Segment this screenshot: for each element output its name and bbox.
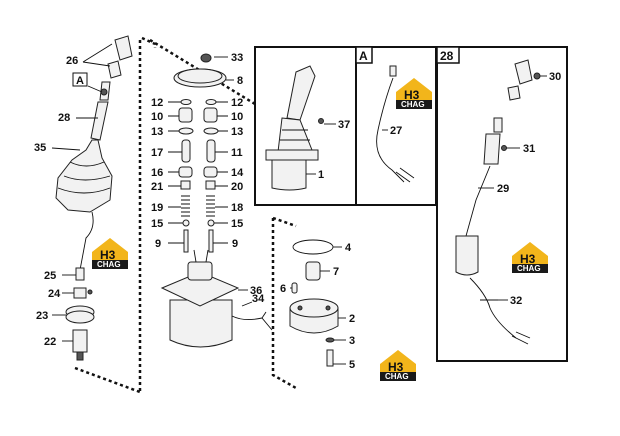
brand-logo-2: H3 CHAG: [396, 78, 432, 109]
joystick-unit: [265, 65, 324, 191]
callout-12-right: 12: [231, 97, 243, 109]
callout-18: 18: [231, 202, 243, 214]
detail-box-28: 28: [436, 46, 568, 362]
callout-numbers: 26 A 28 35 25 24 23 22 33 8 12 12 10 10 …: [34, 52, 561, 371]
svg-text:H3: H3: [388, 360, 404, 374]
svg-text:H3: H3: [100, 248, 116, 262]
svg-text:H3: H3: [404, 88, 420, 102]
svg-text:CHAG: CHAG: [401, 100, 425, 109]
svg-text:CHAG: CHAG: [97, 260, 121, 269]
callout-5: 5: [349, 359, 355, 371]
callout-4: 4: [345, 242, 352, 254]
callout-23: 23: [36, 310, 48, 322]
box-a-label: A: [359, 49, 368, 63]
callout-2: 2: [349, 313, 355, 325]
callout-13-right: 13: [231, 126, 243, 138]
callout-26: 26: [66, 55, 78, 67]
callout-34: 34: [252, 293, 265, 305]
callout-37: 37: [338, 119, 350, 131]
callout-10-right: 10: [231, 111, 243, 123]
callout-22: 22: [44, 336, 56, 348]
left-lever-assembly: [55, 35, 133, 361]
callout-9-left: 9: [155, 238, 161, 250]
callout-7: 7: [333, 266, 339, 278]
callout-30: 30: [549, 71, 561, 83]
center-valve-assembly: [160, 53, 273, 348]
callout-16: 16: [151, 167, 163, 179]
svg-text:CHAG: CHAG: [517, 264, 541, 273]
brand-logo-3: H3 CHAG: [512, 242, 548, 273]
leader-lines: [51, 43, 547, 365]
lever-and-base-assembly: [455, 59, 541, 345]
callout-35: 35: [34, 142, 46, 154]
callout-32: 32: [510, 295, 522, 307]
callout-3: 3: [349, 335, 355, 347]
callout-14: 14: [231, 167, 244, 179]
brand-logo-1: H3 CHAG: [92, 238, 128, 269]
callout-24: 24: [48, 288, 61, 300]
callout-28: 28: [58, 112, 70, 124]
callout-11: 11: [231, 147, 243, 159]
callout-15-right: 15: [231, 218, 243, 230]
callout-36: 36: [250, 285, 262, 297]
callout-1: 1: [318, 169, 324, 181]
callout-25: 25: [44, 270, 56, 282]
callout-6: 6: [280, 283, 286, 295]
callout-8: 8: [237, 75, 243, 87]
callout-19: 19: [151, 202, 163, 214]
callout-10-left: 10: [151, 111, 163, 123]
brand-logo-4: H3 CHAG: [380, 350, 416, 381]
callout-9-right: 9: [232, 238, 238, 250]
callout-15-left: 15: [151, 218, 163, 230]
callout-31: 31: [523, 143, 535, 155]
box-28-label: 28: [440, 49, 454, 63]
callout-13-left: 13: [151, 126, 163, 138]
svg-text:CHAG: CHAG: [385, 372, 409, 381]
callout-21: 21: [151, 181, 163, 193]
callout-20: 20: [231, 181, 243, 193]
callout-17: 17: [151, 147, 163, 159]
callout-27: 27: [390, 125, 402, 137]
callout-29: 29: [497, 183, 509, 195]
callout-a: A: [76, 75, 84, 87]
svg-text:H3: H3: [520, 252, 536, 266]
cable-assembly: [376, 65, 415, 183]
callout-12-left: 12: [151, 97, 163, 109]
callout-33: 33: [231, 52, 243, 64]
base-flange-assembly: [289, 239, 339, 367]
